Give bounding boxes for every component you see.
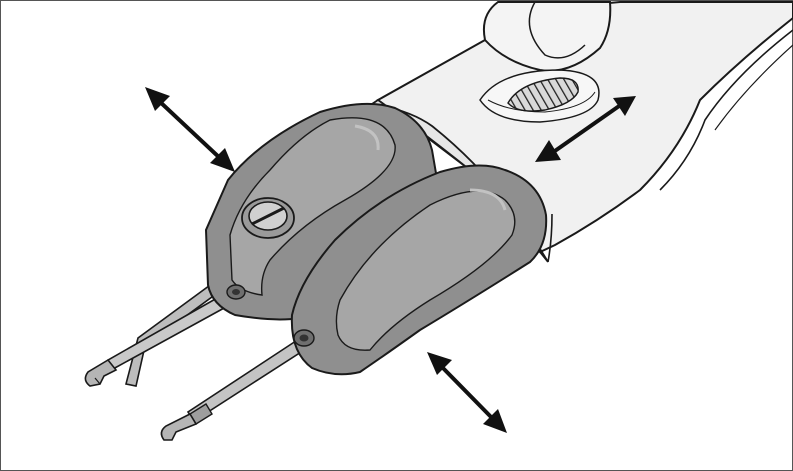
adjustment-screw — [241, 197, 295, 239]
thumbwheel — [479, 69, 600, 123]
arrow-upper-left — [145, 87, 235, 172]
arrow-lower-right — [427, 352, 507, 433]
grip-left — [204, 102, 440, 321]
arrow-upper-right — [535, 96, 636, 162]
probe-right — [160, 333, 314, 441]
grip-right — [290, 164, 548, 376]
thumbwheel-knurl — [507, 77, 579, 112]
